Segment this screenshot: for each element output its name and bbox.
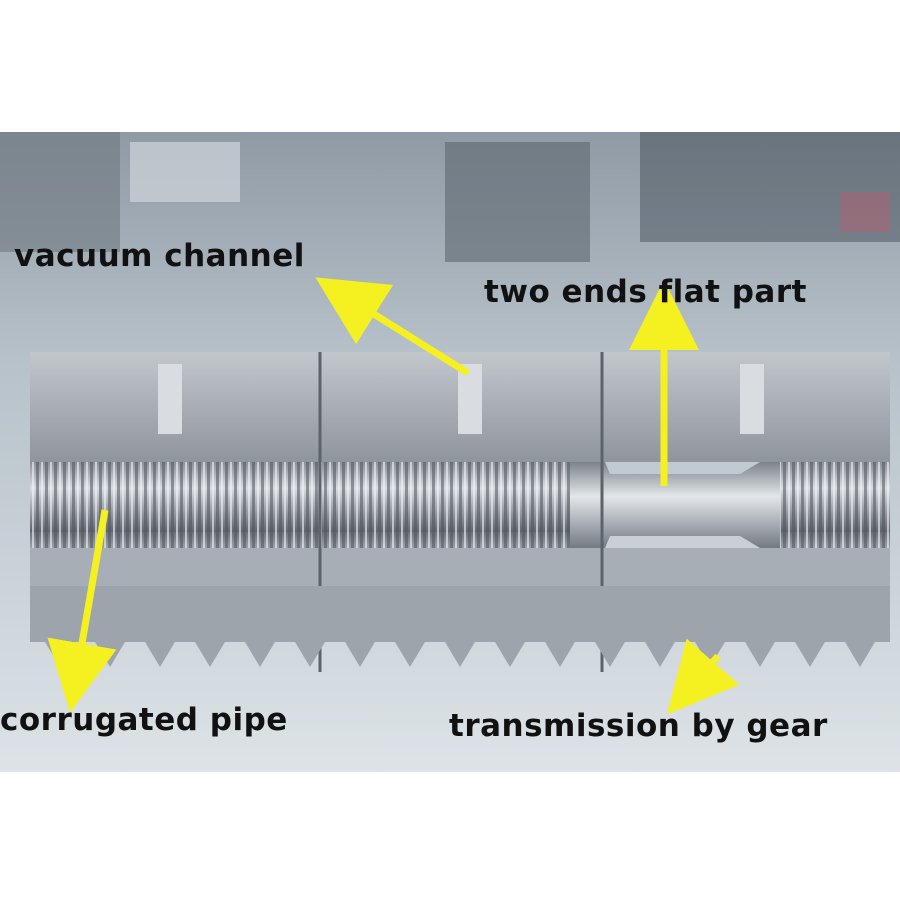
arrow-vacuum-channel [315, 277, 470, 376]
mold-segments [30, 352, 890, 672]
mold-block-illustration [0, 132, 900, 772]
mold-block-photo [0, 132, 900, 772]
label-two-ends-flat-part: two ends flat part [484, 274, 807, 310]
label-corrugated-pipe: corrugated pipe [0, 702, 288, 738]
label-vacuum-channel: vacuum channel [14, 238, 305, 274]
arrow-corrugated-pipe [47, 509, 117, 713]
label-transmission-by-gear: transmission by gear [449, 708, 828, 744]
arrow-gear [666, 638, 740, 715]
